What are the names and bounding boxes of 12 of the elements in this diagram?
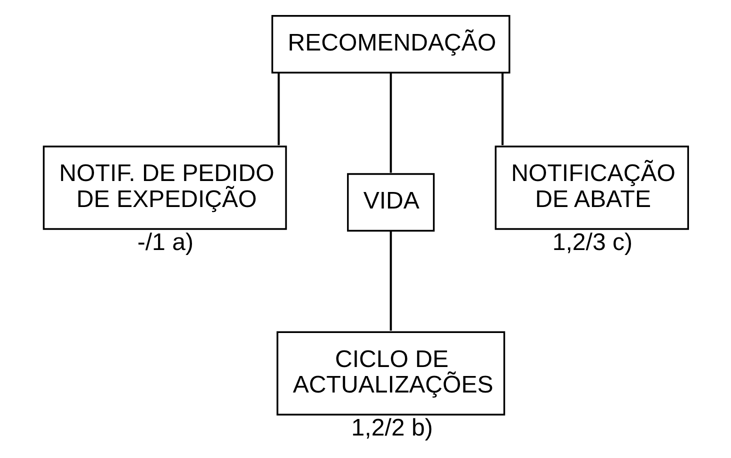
node-label: -/1 a) xyxy=(137,228,194,256)
node-box: CICLO DE ACTUALIZAÇÕES xyxy=(276,331,506,416)
connector xyxy=(390,230,392,331)
node-label: 1,2/3 c) xyxy=(552,228,633,256)
connector xyxy=(390,72,392,173)
node-box: VIDA xyxy=(347,173,435,232)
node-box: NOTIF. DE PEDIDO DE EXPEDIÇÃO xyxy=(42,146,287,230)
node-label: 1,2/2 b) xyxy=(351,414,433,442)
connector xyxy=(502,72,504,146)
connector xyxy=(278,72,280,146)
node-box: RECOMENDAÇÃO xyxy=(271,15,510,74)
node-box: NOTIFICAÇÃO DE ABATE xyxy=(494,146,689,230)
